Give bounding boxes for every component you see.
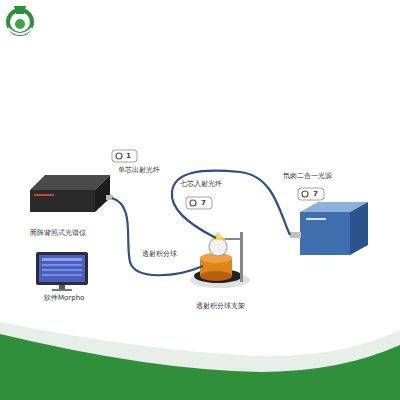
callout-number: 7	[201, 199, 206, 207]
callout-icon	[112, 150, 137, 162]
spectrometer	[30, 175, 113, 212]
callout-icon	[186, 197, 212, 209]
fiber-cable	[112, 198, 203, 275]
callout-number: 1	[126, 152, 131, 160]
wave-band	[0, 322, 400, 400]
callout-number: 7	[313, 190, 318, 198]
wave-band	[0, 334, 400, 400]
part-label: 面阵背照式光谱仪	[30, 229, 86, 237]
part-label: 氘卤二合一光源	[283, 172, 332, 180]
part-label: 软件Morpho	[44, 294, 84, 302]
part-label: 单芯出射光纤	[118, 166, 160, 174]
integrating-sphere	[190, 232, 250, 288]
part-label: 七芯入射光纤	[180, 180, 222, 188]
monitor	[36, 252, 88, 291]
light-source	[290, 202, 368, 255]
part-label: 透射积分球	[142, 250, 177, 258]
logo	[8, 6, 32, 34]
part-label: 透射积分球支架	[196, 302, 245, 310]
callout-icon	[298, 188, 324, 200]
fiber-cable	[172, 171, 290, 238]
